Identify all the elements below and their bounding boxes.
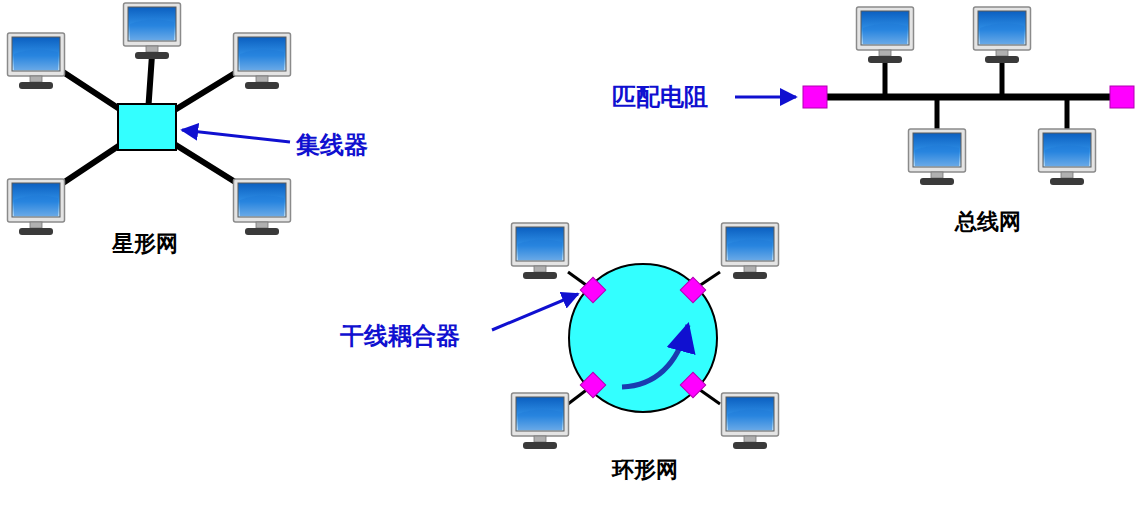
terminator-label: 匹配电阻 xyxy=(612,84,708,112)
hub-label: 集线器 xyxy=(296,132,368,160)
bus-network-title: 总线网 xyxy=(955,209,1021,234)
ring-network-title: 环形网 xyxy=(612,457,678,482)
star-network xyxy=(8,3,291,235)
ring-network xyxy=(492,223,779,449)
coupler-label: 干线耦合器 xyxy=(340,323,460,351)
bus-network xyxy=(735,7,1134,185)
star-network-title: 星形网 xyxy=(112,231,178,256)
